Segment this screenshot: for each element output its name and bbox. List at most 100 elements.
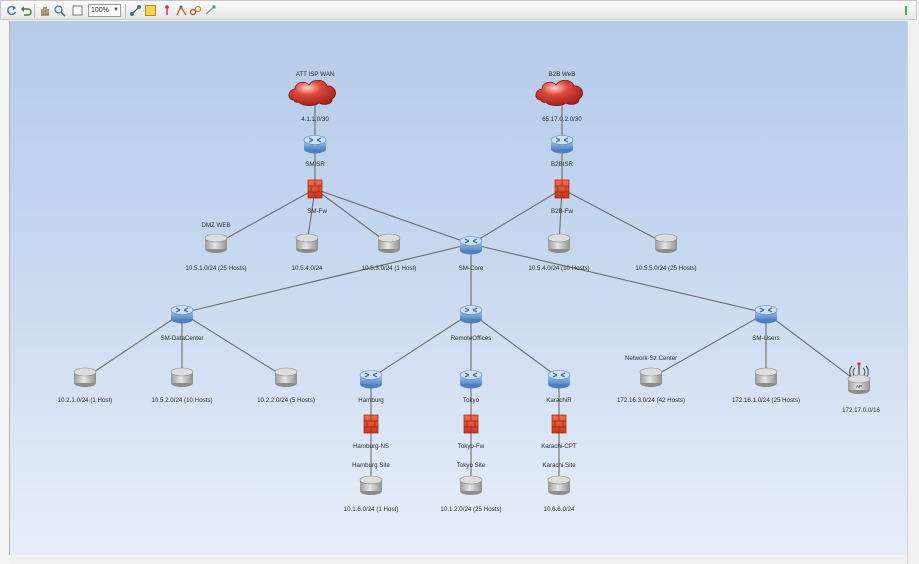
link — [181, 312, 287, 379]
node-label: 10.5.4.0/24 — [292, 265, 324, 272]
node-label: Hamburg — [358, 397, 384, 404]
link — [84, 312, 183, 379]
network-diagram: ATT ISP WAN 4.1.1.0/30 B2B WeB 65.17.0.2… — [58, 71, 881, 513]
node-label: SM-Core — [459, 265, 484, 272]
network-10-5-4b[interactable]: 10.5.4.0/24 (10 Hosts) — [528, 233, 590, 272]
link — [470, 188, 563, 245]
link — [470, 312, 560, 379]
wan-cloud-att[interactable]: ATT ISP WAN 4.1.1.0/30 — [288, 71, 336, 123]
node-label: Karachi-CPT — [541, 443, 577, 450]
router-hamburg[interactable]: Hamburg — [358, 369, 384, 405]
graph-icon[interactable] — [161, 4, 174, 17]
node-label: 65.17.0.2.0/30 — [542, 116, 582, 123]
zoom-value: 100% — [91, 7, 109, 14]
zoom-dropdown[interactable]: 100% ▼ — [88, 4, 121, 17]
node-label: Tokyo-Fw — [458, 443, 485, 450]
link — [765, 312, 860, 384]
node-label: Tokyo — [463, 397, 480, 404]
node-label: 172.17.0.0/16 — [842, 407, 880, 414]
pan-icon[interactable] — [38, 4, 51, 17]
router-b2bisr[interactable]: B2BISR — [550, 134, 574, 169]
network-dmz-web[interactable]: DMZ WEB 10.5.1.0/24 (25 Hosts) — [185, 222, 246, 272]
router-sm-users[interactable]: SM-Users — [752, 304, 780, 343]
undo-icon[interactable] — [19, 4, 32, 17]
node-label: 10.5.4.0/24 (10 Hosts) — [528, 265, 589, 272]
node-label: Network-Sz Center — [625, 355, 677, 362]
link — [650, 312, 767, 379]
router-tokyo[interactable]: Tokyo — [459, 369, 483, 405]
network-172-16-1[interactable]: 172.16.1.0/24 (25 Hosts) — [732, 367, 800, 404]
router-remote-offices[interactable]: RemoteOffices — [451, 304, 492, 343]
node-label: 172.16.1.0/24 (25 Hosts) — [732, 397, 800, 404]
network-10-2-1[interactable]: 10.2.1.0/24 (1 Host) — [58, 367, 113, 404]
node-label: 10.2.1.0/24 (1 Host) — [58, 397, 113, 404]
node-label: B2BISR — [551, 161, 574, 168]
ap-label: AP — [856, 384, 862, 389]
node-label: SM-Users — [752, 335, 780, 342]
link — [370, 312, 472, 379]
wireless-access-point[interactable]: AP 172.17.0.0/16 — [842, 362, 880, 414]
firewall-sm[interactable]: SM-Fw — [307, 179, 327, 215]
node-label: 10.5.2.0/24 (10 Hosts) — [151, 397, 212, 404]
link — [181, 243, 472, 314]
network-10-6-6[interactable]: 10.6.6.0/24 — [544, 475, 576, 513]
node-label: SM-DataCenter — [161, 335, 204, 342]
link — [215, 188, 316, 245]
cloud-icon — [288, 79, 336, 106]
link-icon[interactable] — [189, 4, 202, 17]
vertical-scrollbar[interactable] — [907, 21, 919, 564]
node-label: 10.5.3.0/24 (1 Host) — [362, 265, 417, 272]
settings-icon[interactable] — [144, 4, 157, 17]
zoom-in-icon[interactable] — [53, 4, 66, 17]
node-label: 10.2.2.0/24 (5 Hosts) — [257, 397, 315, 404]
help-icon[interactable] — [900, 4, 913, 17]
link — [314, 188, 390, 245]
network-10-1-6[interactable]: 10.1.6.0/24 (1 Host) — [344, 475, 399, 513]
network-172-16-3[interactable]: Network-Sz Center 172.16.3.0/24 (42 Host… — [617, 355, 685, 404]
network-10-5-3[interactable]: 10.5.3.0/24 (1 Host) — [362, 233, 417, 272]
node-label: RemoteOffices — [451, 335, 492, 342]
link — [314, 188, 472, 245]
firewall-b2b[interactable]: B2B-Fw — [551, 179, 574, 215]
firewall-tokyo[interactable]: Tokyo-Fw Tokyo Site — [457, 414, 486, 469]
node-label: KarachiR — [546, 397, 572, 404]
select-icon[interactable] — [71, 4, 84, 17]
firewall-hamburg[interactable]: Hamburg-NS Hamburg Site — [352, 414, 390, 469]
node-label: 10.5.5.0/24 (25 Hosts) — [635, 265, 696, 272]
node-label: ATT ISP WAN — [296, 71, 335, 78]
node-label: SM-Fw — [307, 208, 327, 215]
node-label: Karachi Site — [542, 462, 576, 469]
network-diagram-canvas[interactable]: ATT ISP WAN 4.1.1.0/30 B2B WeB 65.17.0.2… — [9, 21, 908, 555]
layout-icon[interactable] — [129, 4, 142, 17]
network-10-5-2[interactable]: 10.5.2.0/24 (10 Hosts) — [151, 367, 213, 404]
node-label: B2B-Fw — [551, 208, 574, 215]
toolbar: 100% ▼ — [0, 0, 917, 20]
wifi-signal-icon — [849, 365, 869, 379]
node-label: B2B WeB — [549, 71, 576, 78]
chevron-down-icon: ▼ — [113, 7, 119, 13]
wan-cloud-b2b[interactable]: B2B WeB 65.17.0.2.0/30 — [535, 71, 583, 123]
network-10-5-4[interactable]: 10.5.4.0/24 — [292, 233, 324, 272]
info-icon[interactable] — [204, 4, 217, 17]
link — [470, 243, 767, 314]
refresh-icon[interactable] — [5, 4, 18, 17]
node-label: 10.5.1.0/24 (25 Hosts) — [185, 265, 246, 272]
paint-icon[interactable] — [175, 4, 188, 17]
firewall-karachi[interactable]: Karachi-CPT Karachi Site — [541, 414, 577, 469]
node-label: 10.6.6.0/24 — [544, 506, 576, 513]
router-sm-core[interactable]: SM-Core — [459, 235, 484, 273]
router-smisr[interactable]: SMISR — [303, 134, 327, 169]
node-label: Hamburg Site — [352, 462, 390, 469]
router-sm-datacenter[interactable]: SM-DataCenter — [161, 304, 204, 343]
cloud-icon — [535, 79, 583, 106]
network-10-2-2[interactable]: 10.2.2.0/24 (5 Hosts) — [257, 367, 315, 404]
network-10-1-2[interactable]: 10.1.2.0/24 (25 Hosts) — [440, 475, 502, 513]
router-karachi[interactable]: KarachiR — [546, 369, 572, 405]
node-label: 4.1.1.0/30 — [301, 116, 329, 123]
node-label: 10.1.6.0/24 (1 Host) — [344, 506, 399, 513]
status-area — [9, 555, 907, 564]
node-label: SMISR — [305, 161, 325, 168]
network-10-5-5[interactable]: 10.5.5.0/24 (25 Hosts) — [635, 233, 697, 272]
link — [561, 188, 667, 245]
